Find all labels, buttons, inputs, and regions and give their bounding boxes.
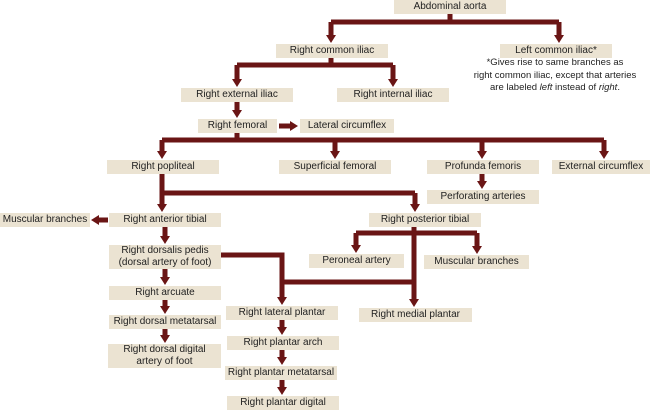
node-right-posterior-tibial: Right posterior tibial <box>369 213 481 227</box>
footnote-line-1: *Gives rise to same branches as <box>486 57 624 68</box>
arrow-down-icon <box>477 151 487 159</box>
arrow-down-icon <box>157 204 167 212</box>
arrow-down-icon <box>554 35 564 43</box>
arrow-down-icon <box>157 151 167 159</box>
node-label: Right dorsal digital <box>123 344 206 355</box>
node-right-internal-iliac: Right internal iliac <box>337 88 449 102</box>
node-right-popliteal: Right popliteal <box>107 160 219 174</box>
node-right-dorsal-digital: Right dorsal digital artery of foot <box>108 344 221 368</box>
node-profunda-femoris: Profunda femoris <box>427 160 539 174</box>
node-label: (dorsal artery of foot) <box>118 257 212 268</box>
arrow-down-icon <box>160 306 170 314</box>
node-right-medial-plantar: Right medial plantar <box>359 308 472 322</box>
arrow-down-icon <box>277 357 287 365</box>
node-right-plantar-metatarsal: Right plantar metatarsal <box>225 366 337 380</box>
arrow-right-icon <box>290 121 298 131</box>
node-external-circumflex: External circumflex <box>552 160 650 174</box>
arrow-down-icon <box>160 277 170 285</box>
node-right-arcuate: Right arcuate <box>109 286 221 300</box>
footnote-text: are labeled <box>490 82 540 93</box>
node-right-dorsal-metatarsal: Right dorsal metatarsal <box>109 315 221 329</box>
arrow-down-icon <box>472 246 482 254</box>
node-label: Right dorsalis pedis <box>121 245 209 256</box>
node-right-lateral-plantar: Right lateral plantar <box>226 306 338 320</box>
node-label: artery of foot <box>136 356 193 367</box>
arrow-down-icon <box>388 79 398 87</box>
node-right-anterior-tibial: Right anterior tibial <box>109 213 221 227</box>
footnote-line-2: right common iliac, except that arteries <box>473 69 637 81</box>
arrow-down-icon <box>160 335 170 343</box>
arrow-down-icon <box>277 387 287 395</box>
node-right-common-iliac: Right common iliac <box>276 44 388 58</box>
footnote-text: instead of <box>552 82 599 93</box>
connector-line <box>221 252 414 285</box>
node-superficial-femoral: Superficial femoral <box>279 160 391 174</box>
node-right-femoral: Right femoral <box>198 119 277 133</box>
footnote-line-3: are labeled left instead of right. <box>470 82 640 95</box>
arrow-down-icon <box>330 151 340 159</box>
node-right-plantar-digital: Right plantar digital <box>227 396 339 410</box>
arrow-down-icon <box>326 35 336 43</box>
node-peroneal-artery: Peroneal artery <box>309 254 404 268</box>
node-muscular-branches-posterior: Muscular branches <box>424 255 529 269</box>
node-abdominal-aorta: Abdominal aorta <box>394 0 506 14</box>
node-right-plantar-arch: Right plantar arch <box>227 336 339 350</box>
arrow-down-icon <box>232 79 242 87</box>
arrow-down-icon <box>410 204 420 212</box>
arrow-down-icon <box>277 327 287 335</box>
node-muscular-branches-anterior: Muscular branches <box>0 213 90 227</box>
arrow-down-icon <box>409 299 419 307</box>
arrow-down-icon <box>277 297 287 305</box>
arrow-down-icon <box>232 110 242 118</box>
node-left-common-iliac: Left common iliac* <box>500 44 612 58</box>
arrow-down-icon <box>160 236 170 244</box>
footnote-italic-left: left <box>539 82 553 93</box>
node-perforating-arteries: Perforating arteries <box>427 190 539 204</box>
arrow-down-icon <box>351 245 361 253</box>
footnote-text: . <box>617 82 620 93</box>
arrow-down-icon <box>599 151 609 159</box>
node-lateral-circumflex: Lateral circumflex <box>300 119 394 133</box>
node-right-dorsalis-pedis: Right dorsalis pedis (dorsal artery of f… <box>109 245 221 269</box>
node-right-external-iliac: Right external iliac <box>181 88 293 102</box>
footnote: *Gives rise to same branches as right co… <box>470 57 640 95</box>
arrow-left-icon <box>91 215 99 225</box>
arrow-down-icon <box>477 181 487 189</box>
footnote-italic-right: right <box>598 82 618 93</box>
